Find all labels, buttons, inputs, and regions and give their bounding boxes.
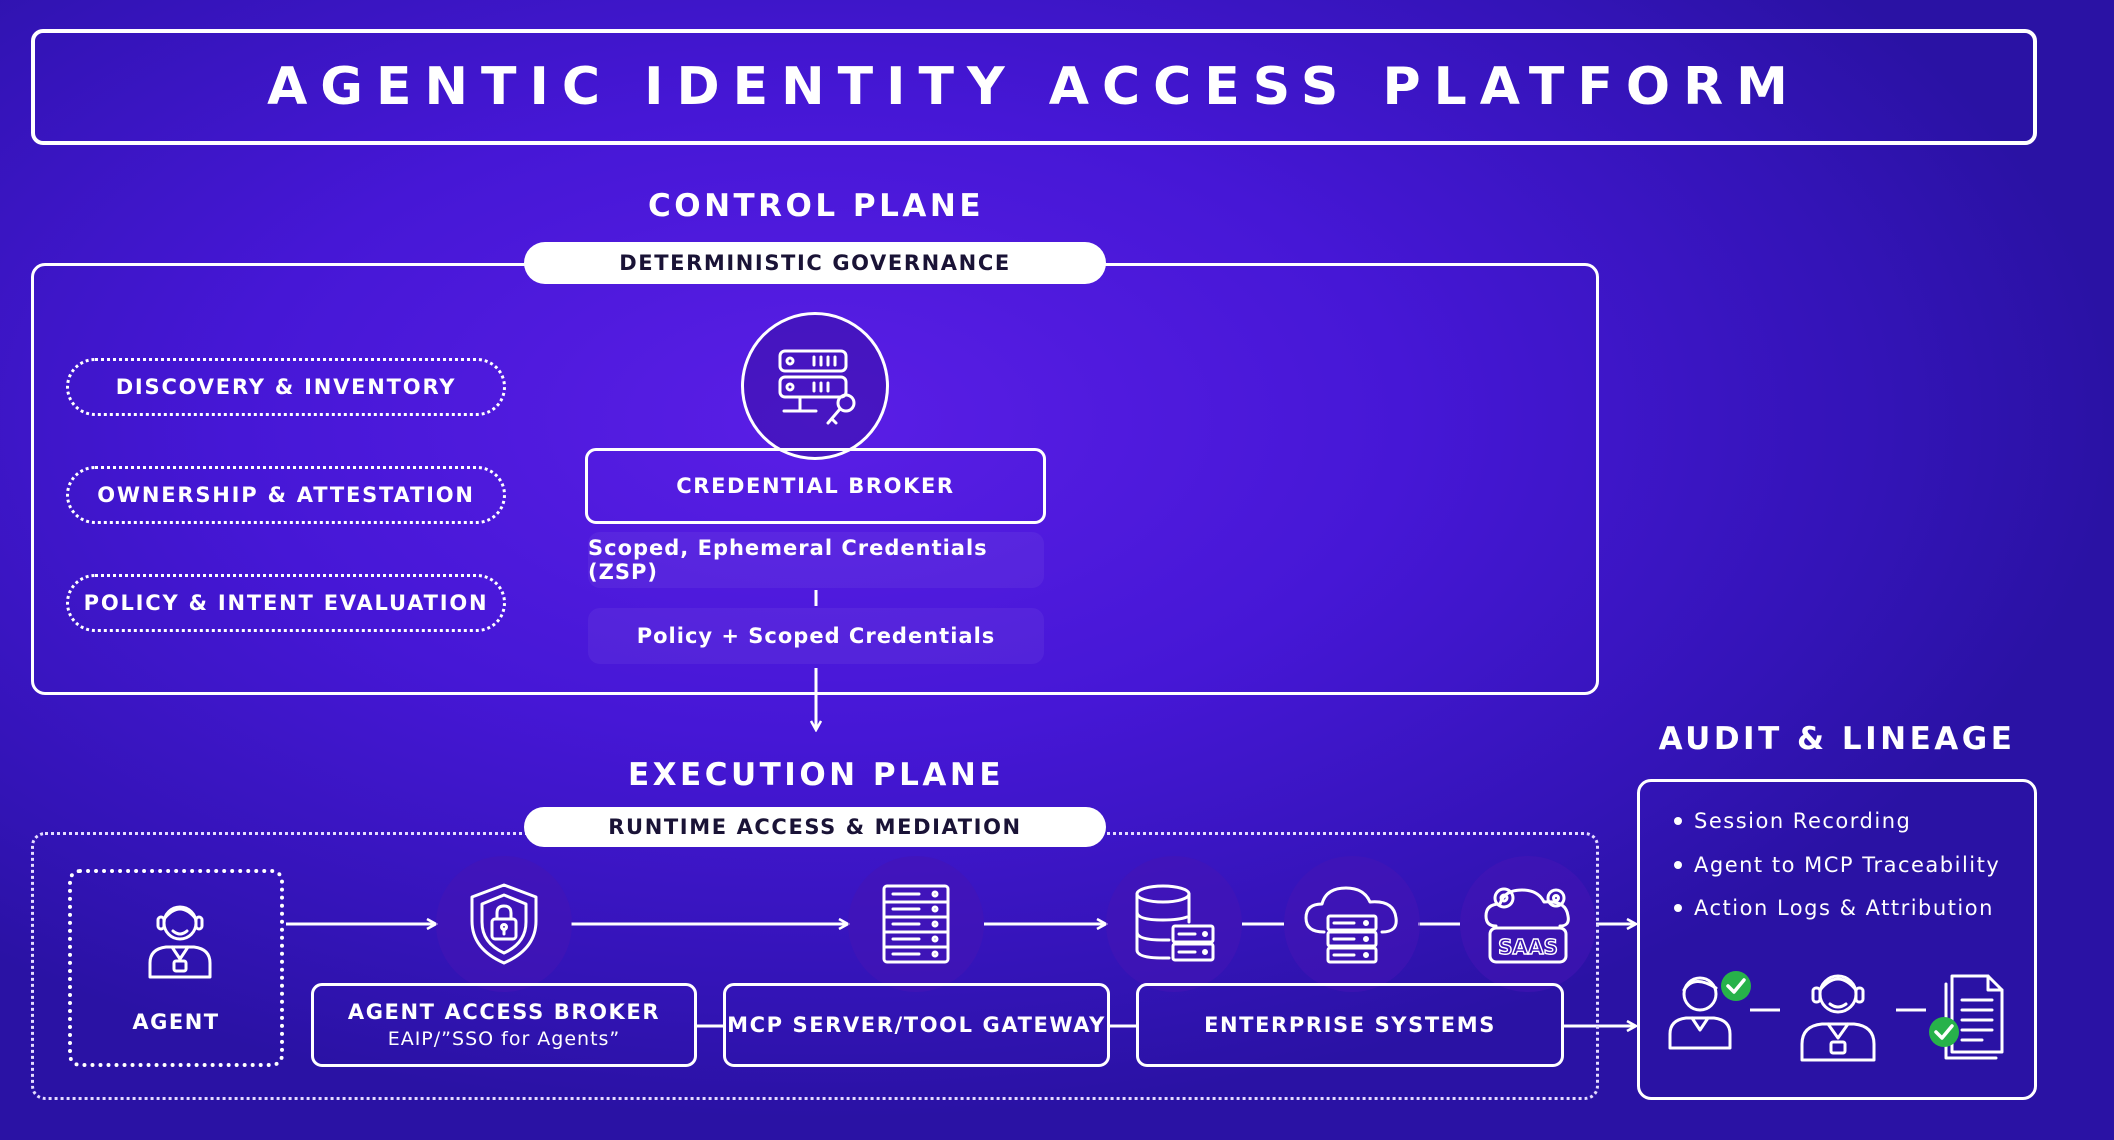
control-plane-pill: DETERMINISTIC GOVERNANCE — [524, 242, 1106, 284]
verified-document-icon — [1929, 974, 2004, 1060]
enterprise-systems-box: ENTERPRISE SYSTEMS — [1136, 983, 1564, 1067]
database-icon-circle — [1106, 856, 1242, 992]
audit-item-action-logs: Action Logs & Attribution — [1674, 893, 2024, 923]
title-banner: AGENTIC IDENTITY ACCESS PLATFORM — [31, 29, 2037, 145]
agent-box: AGENT — [68, 869, 284, 1067]
credential-broker-icon-circle — [741, 312, 889, 460]
shield-icon-circle — [436, 856, 572, 992]
saas-icon-circle: SAAS — [1460, 856, 1596, 992]
agent-access-broker-label: AGENT ACCESS BROKER — [347, 1000, 661, 1024]
agent-icon — [148, 905, 212, 979]
control-plane-heading: CONTROL PLANE — [647, 188, 985, 224]
credential-broker-label: CREDENTIAL BROKER — [676, 474, 955, 498]
credential-broker-box: CREDENTIAL BROKER — [585, 448, 1046, 524]
capability-discovery: DISCOVERY & INVENTORY — [66, 358, 506, 416]
agent-access-broker-box: AGENT ACCESS BROKER EAIP/”SSO for Agents… — [311, 983, 697, 1067]
saas-icon: SAAS — [1484, 887, 1570, 964]
enterprise-systems-label: ENTERPRISE SYSTEMS — [1204, 1013, 1496, 1037]
capability-ownership: OWNERSHIP & ATTESTATION — [66, 466, 506, 524]
capability-policy: POLICY & INTENT EVALUATION — [66, 574, 506, 632]
verified-user-icon — [1668, 971, 1751, 1050]
mcp-gateway-box: MCP SERVER/TOOL GATEWAY — [723, 983, 1110, 1067]
agent-label: AGENT — [132, 1010, 220, 1034]
audit-box — [1637, 779, 2037, 1100]
execution-plane-heading: EXECUTION PLANE — [627, 757, 1005, 793]
audit-agent-icon — [1800, 974, 1876, 1062]
audit-heading: AUDIT & LINEAGE — [1658, 721, 2016, 757]
credential-caption-top: Scoped, Ephemeral Credentials (ZSP) — [588, 532, 1044, 588]
cloud-server-icon — [1304, 886, 1398, 964]
server-rack-icon-circle — [848, 856, 984, 992]
execution-plane-pill: RUNTIME ACCESS & MEDIATION — [524, 807, 1106, 847]
database-server-icon — [1135, 884, 1215, 962]
cloud-icon-circle — [1284, 856, 1420, 992]
server-key-icon — [778, 349, 856, 425]
mcp-gateway-label: MCP SERVER/TOOL GATEWAY — [727, 1013, 1106, 1037]
saas-text: SAAS — [1498, 935, 1558, 959]
page-title: AGENTIC IDENTITY ACCESS PLATFORM — [267, 57, 1801, 117]
server-rack-icon — [882, 884, 950, 964]
shield-lock-icon — [470, 883, 538, 965]
audit-item-traceability: Agent to MCP Traceability — [1674, 850, 2024, 880]
audit-item-session: Session Recording — [1674, 806, 2024, 836]
agent-access-broker-sub: EAIP/”SSO for Agents” — [387, 1028, 621, 1050]
credential-caption-bottom: Policy + Scoped Credentials — [588, 608, 1044, 664]
